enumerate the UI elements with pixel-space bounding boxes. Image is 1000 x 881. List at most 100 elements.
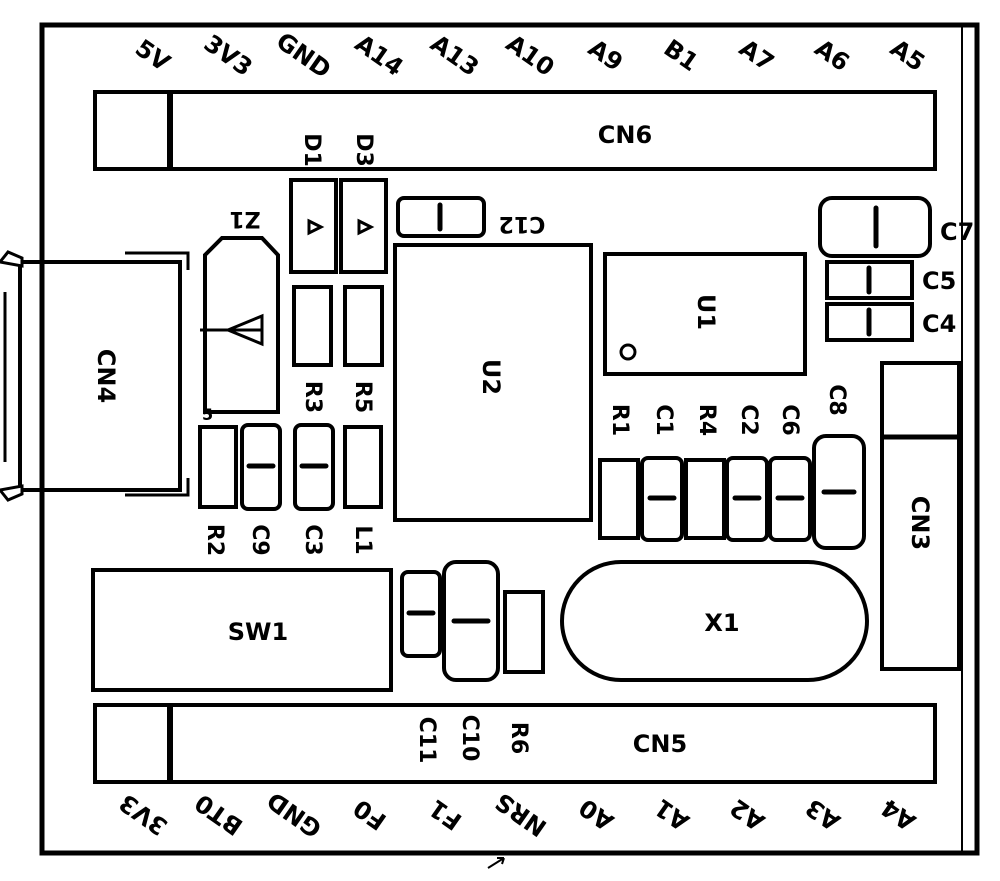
c6-body	[768, 456, 812, 542]
c10-body	[442, 560, 500, 682]
top-pin-label: 3V3	[199, 29, 258, 82]
c11-body	[400, 570, 442, 658]
r4-body	[684, 458, 726, 540]
sw1-body	[91, 568, 393, 692]
bottom-pin-label: GND	[262, 786, 327, 843]
r2-label: R2	[202, 524, 227, 556]
d3-body	[339, 178, 388, 274]
r1-body	[598, 458, 640, 540]
sw1-label: SW1	[228, 618, 288, 646]
bottom-pin-label: 3V3	[114, 788, 173, 841]
x1-body	[560, 560, 869, 682]
cursor-arrow-icon	[487, 857, 505, 869]
cn3-label: CN3	[906, 496, 934, 550]
top-pin-label: GND	[271, 27, 336, 84]
bottom-pin-label: A0	[574, 793, 619, 836]
z1-component: Z1 5	[200, 206, 280, 424]
top-pin-label: A5	[885, 34, 930, 77]
bottom-pin-labels: 3V3 BT0 GND F0 F1 NRS A0 A1 A2 A3 A4	[114, 786, 921, 843]
top-pin-label: A7	[734, 34, 779, 77]
d3-component: D3	[339, 133, 388, 274]
c4-component: C4	[825, 302, 956, 342]
cn5-label: CN5	[633, 730, 687, 758]
c10-label: C10	[457, 715, 482, 762]
c2-body	[725, 456, 769, 542]
c8-label: C8	[824, 384, 849, 415]
r5-label: R5	[350, 381, 375, 413]
cn5-body	[93, 703, 937, 784]
cn5-connector: CN5	[93, 703, 937, 784]
bottom-pin-label: A1	[649, 793, 694, 836]
cn6-label: CN6	[598, 121, 652, 149]
c9-label: C9	[247, 524, 272, 555]
r5-component: R5	[343, 285, 384, 413]
c12-label: C12	[499, 211, 546, 236]
cn3-body	[880, 361, 961, 671]
r5-body	[343, 285, 384, 367]
c11-label: C11	[414, 717, 439, 764]
c3-body	[293, 423, 335, 511]
cn4-tab-top	[0, 250, 24, 268]
top-pin-label: A13	[425, 29, 484, 82]
z1-pin5-label: 5	[202, 405, 213, 424]
r1-label: R1	[607, 404, 632, 436]
z1-body	[203, 236, 280, 414]
c1-label: C1	[651, 404, 676, 435]
r2-body	[198, 425, 238, 509]
d1-polarity	[307, 218, 325, 236]
d1-body	[289, 178, 338, 274]
x1-component: X1	[560, 560, 869, 682]
cn6-body	[93, 90, 937, 171]
top-pin-label: A10	[501, 29, 560, 82]
cn4-tab-bottom	[0, 484, 24, 502]
u2-component: U2	[393, 243, 593, 522]
x1-label: X1	[704, 609, 739, 637]
c2-label: C2	[736, 404, 761, 435]
z1-label: Z1	[229, 206, 260, 231]
bottom-pin-label: BT0	[190, 788, 248, 840]
c12-body	[396, 196, 486, 238]
u2-label: U2	[477, 359, 505, 395]
d3-label: D3	[351, 133, 376, 167]
c7-body	[818, 196, 932, 258]
sw1-component: SW1	[91, 568, 393, 692]
c4-label: C4	[922, 310, 956, 338]
top-pin-label: A14	[350, 29, 409, 82]
c4-body	[825, 302, 914, 342]
c12-component: C12	[396, 196, 546, 238]
board-outline	[39, 22, 980, 856]
r3-body	[292, 285, 333, 367]
u1-label: U1	[692, 294, 720, 330]
bottom-pin-label: F0	[348, 794, 391, 836]
top-pin-label: 5V	[130, 34, 175, 77]
u1-component: U1	[603, 252, 807, 376]
bottom-pin-label: A2	[725, 793, 770, 836]
cn4-body	[18, 260, 182, 492]
c1-body	[640, 456, 684, 542]
bottom-pin-label: NRS	[490, 787, 552, 842]
c7-component: C7	[818, 196, 974, 258]
d1-label: D1	[299, 133, 324, 167]
u2-body	[393, 243, 593, 522]
l1-body	[343, 425, 383, 509]
bottom-pin-label: A3	[800, 793, 845, 836]
c5-label: C5	[922, 267, 956, 295]
r6-label: R6	[506, 722, 531, 754]
cn4-label: CN4	[92, 349, 120, 403]
c5-body	[825, 260, 914, 300]
r3-component: R3	[292, 285, 333, 413]
l1-label: L1	[350, 525, 375, 554]
c6-label: C6	[777, 404, 802, 435]
u1-body	[603, 252, 807, 376]
r6-body	[503, 590, 545, 674]
c7-label: C7	[940, 218, 974, 246]
top-pin-label: A6	[810, 34, 855, 77]
d1-component: D1	[289, 133, 338, 274]
c9-body	[240, 423, 282, 511]
bottom-pin-label: A4	[876, 793, 921, 836]
r4-label: R4	[694, 404, 719, 436]
bottom-pin-label: F1	[424, 794, 467, 836]
c8-body	[812, 434, 866, 550]
